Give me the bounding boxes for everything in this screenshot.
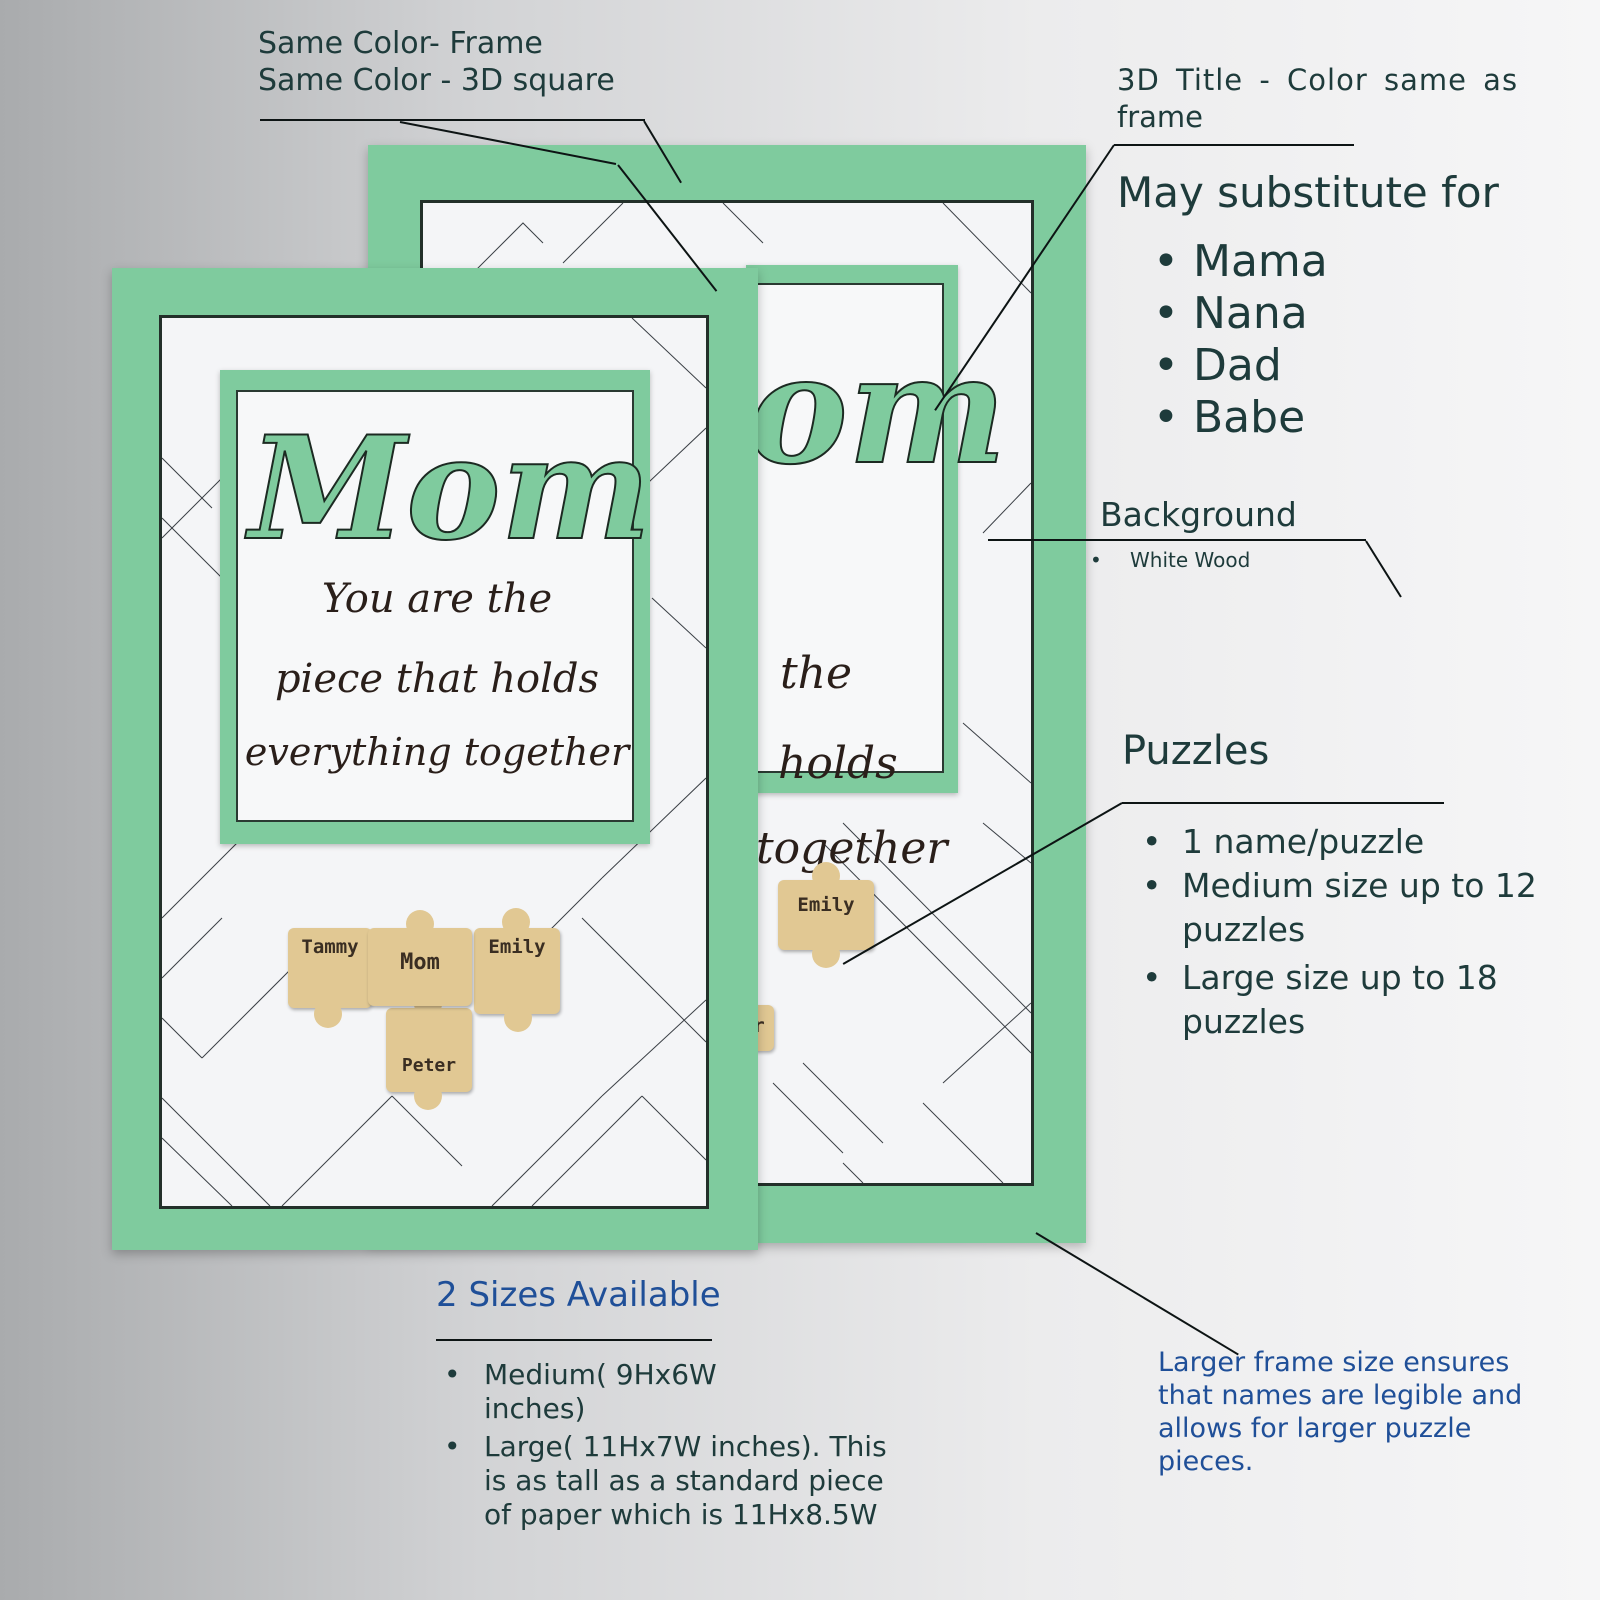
title-3d-label-line2: frame	[1117, 100, 1203, 134]
front-title: Mom	[248, 406, 652, 572]
front-product-frame: Mom You are the piece that holds everyth…	[112, 268, 758, 1250]
front-3d-square-board	[236, 390, 634, 822]
title-3d-label-line1: 3D Title - Color same as	[1117, 63, 1519, 97]
front-3d-square	[220, 370, 650, 844]
sizes-item-large: Large( 11Hx7W inches). This is as tall a…	[444, 1430, 904, 1532]
puzzles-item-1: 1 name/puzzle	[1142, 820, 1542, 864]
front-diagonal-pattern	[162, 318, 706, 1206]
front-puzzle-piece-tammy: Tammy	[288, 928, 372, 1028]
front-quote-line2: piece that holds	[274, 656, 600, 702]
same-color-square-label: Same Color - 3D square	[258, 63, 615, 98]
substitute-list: Mama Nana Dad Babe	[1153, 236, 1328, 444]
front-puzzle-name-peter: Peter	[401, 1055, 457, 1076]
background-pointer-diag	[1365, 540, 1402, 598]
sizes-underline	[436, 1339, 712, 1341]
puzzles-heading: Puzzles	[1122, 728, 1270, 774]
back-diagonal-pattern	[423, 203, 1031, 1183]
front-quote-line1: You are the	[321, 576, 553, 622]
back-title-fragment: om	[747, 322, 1008, 498]
puzzles-item-2: Medium size up to 12 puzzles	[1142, 864, 1542, 952]
back-puzzle-piece-emily: Emily	[778, 862, 874, 968]
front-puzzle-name-tammy: Tammy	[301, 936, 359, 958]
front-puzzle-piece-emily: Emily	[474, 908, 560, 1032]
same-color-frame-label: Same Color- Frame	[258, 26, 543, 61]
front-puzzle-piece-peter: Peter	[386, 990, 472, 1110]
title-pointer-line	[1114, 144, 1354, 146]
substitute-heading: May substitute for	[1117, 168, 1499, 217]
front-puzzle-piece-mom: Mom	[368, 910, 472, 1006]
substitute-item-babe: Babe	[1153, 392, 1328, 444]
substitute-item-nana: Nana	[1153, 288, 1328, 340]
puzzles-list: 1 name/puzzle Medium size up to 12 puzzl…	[1142, 820, 1542, 1044]
larger-frame-pointer	[1035, 1232, 1239, 1356]
background-heading: Background	[1100, 495, 1297, 534]
larger-frame-note: Larger frame size ensures that names are…	[1158, 1347, 1523, 1477]
frame-pointer-line	[260, 119, 645, 121]
back-quote-line2: holds	[778, 738, 898, 789]
back-puzzle-name-partial: r	[753, 1015, 765, 1037]
background-item-white-wood: White Wood	[1090, 548, 1250, 572]
back-3d-square-board	[756, 283, 944, 773]
background-list: White Wood	[1090, 548, 1250, 572]
back-quote-line1: the	[780, 648, 853, 699]
front-puzzle-name-emily: Emily	[488, 936, 546, 958]
background-pointer-line	[988, 539, 1366, 541]
back-quote-line3: together	[756, 823, 948, 874]
puzzles-pointer-line	[1122, 802, 1444, 804]
substitute-item-mama: Mama	[1153, 236, 1328, 288]
sizes-item-medium: Medium( 9Hx6W inches)	[444, 1358, 744, 1426]
sizes-heading: 2 Sizes Available	[436, 1275, 721, 1315]
front-quote-line3: everything together	[244, 730, 630, 774]
back-3d-square	[746, 265, 958, 793]
front-puzzle-name-mom: Mom	[400, 950, 440, 975]
back-puzzle-name-emily: Emily	[797, 894, 855, 916]
substitute-item-dad: Dad	[1153, 340, 1328, 392]
sizes-list: Medium( 9Hx6W inches) Large( 11Hx7W inch…	[444, 1358, 904, 1532]
puzzles-item-3: Large size up to 18 puzzles	[1142, 956, 1542, 1044]
